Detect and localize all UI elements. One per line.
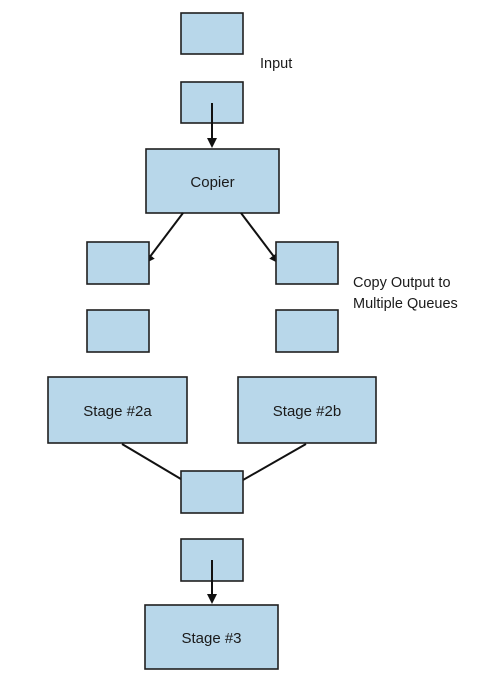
stage-3-label: Stage #3 [181,630,241,647]
copy-output-note-line-1: Copy Output to [353,275,451,291]
copier-box [145,148,280,214]
copier-label: Copier [190,174,234,191]
input-label: Input [260,56,292,72]
stage-2b-label: Stage #2b [273,403,341,420]
merge-queue-box-1 [180,470,244,514]
right-queue-box-1 [275,241,339,285]
stage-2b-box [237,376,377,444]
arrow-copier-to-left-queue [144,212,184,264]
left-queue-box-1 [86,241,150,285]
left-queue-box-2 [86,309,150,353]
stage-2a-label: Stage #2a [83,403,152,420]
copy-output-note-line-2: Multiple Queues [353,296,458,312]
stage-3-box [144,604,279,670]
stage-2a-box [47,376,188,444]
input-queue-box-1 [180,12,244,55]
arrow-copier-to-right-queue [240,212,280,264]
right-queue-box-2 [275,309,339,353]
